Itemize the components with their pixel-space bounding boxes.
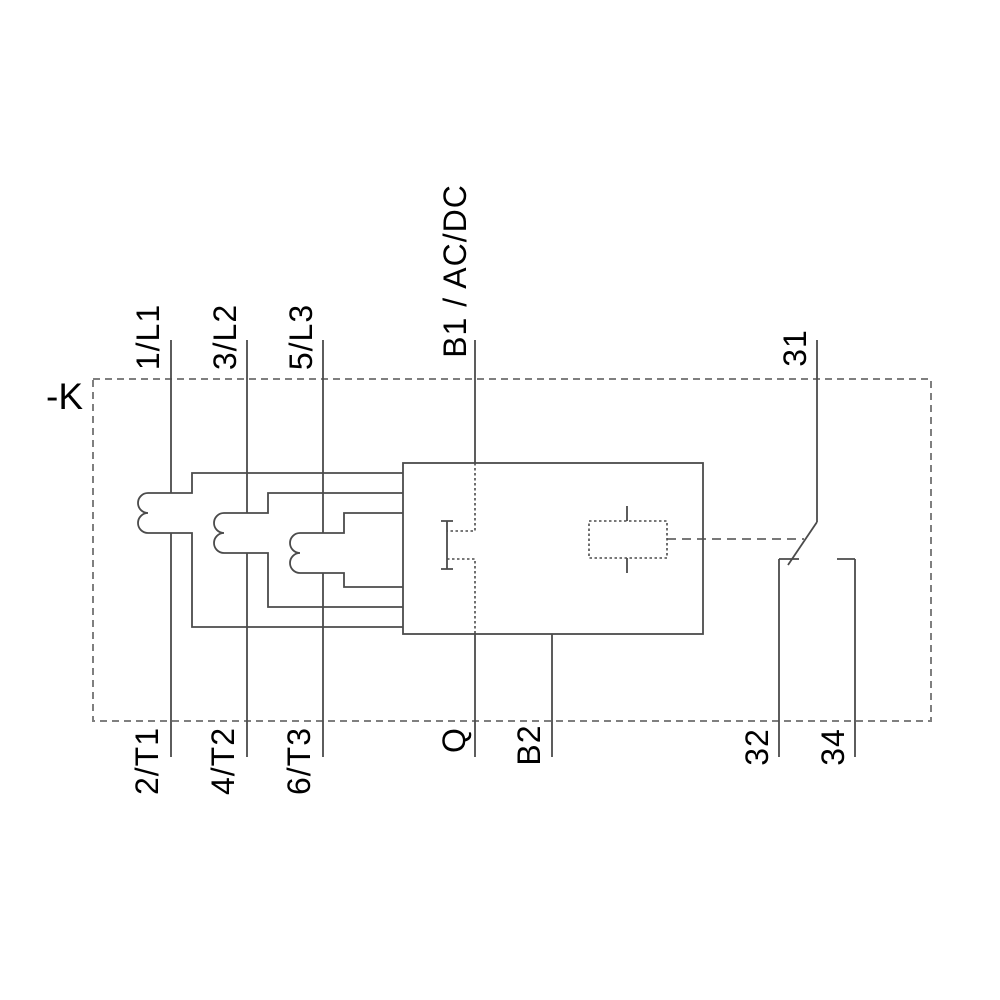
terminal-label-5L3: 5/L3 — [283, 303, 319, 371]
contact-no-wire-34 — [837, 558, 856, 757]
terminal-label-Q: Q — [436, 727, 472, 753]
terminal-label-31: 31 — [777, 329, 813, 367]
heater-sensing-coil-l1 — [137, 472, 403, 628]
heater-sensing-coil-l3 — [289, 512, 403, 588]
terminal-label-B1-ACDC: B1 / AC/DC — [437, 184, 473, 358]
device-boundary-dashed-box — [92, 378, 932, 722]
electronics-box — [402, 462, 704, 635]
contact-nc-wire-32 — [778, 558, 799, 757]
terminal-label-6T3: 6/T3 — [281, 726, 317, 796]
terminal-label-34: 34 — [815, 728, 851, 766]
terminal-label-32: 32 — [739, 728, 775, 766]
terminal-label-4T2: 4/T2 — [205, 726, 241, 796]
device-designation-label: -K — [46, 376, 83, 417]
internal-test-path-dotted — [447, 463, 476, 634]
test-button — [441, 520, 453, 570]
trip-relay-coil-dashed-box — [588, 520, 668, 559]
terminal-label-1L1: 1/L1 — [130, 303, 166, 371]
heater-sensing-coil-l2 — [213, 492, 403, 608]
terminal-label-2T1: 2/T1 — [129, 726, 165, 796]
contact-moving-arm — [787, 521, 818, 566]
terminal-label-3L2: 3/L2 — [207, 303, 243, 371]
terminal-label-B2: B2 — [511, 724, 547, 766]
